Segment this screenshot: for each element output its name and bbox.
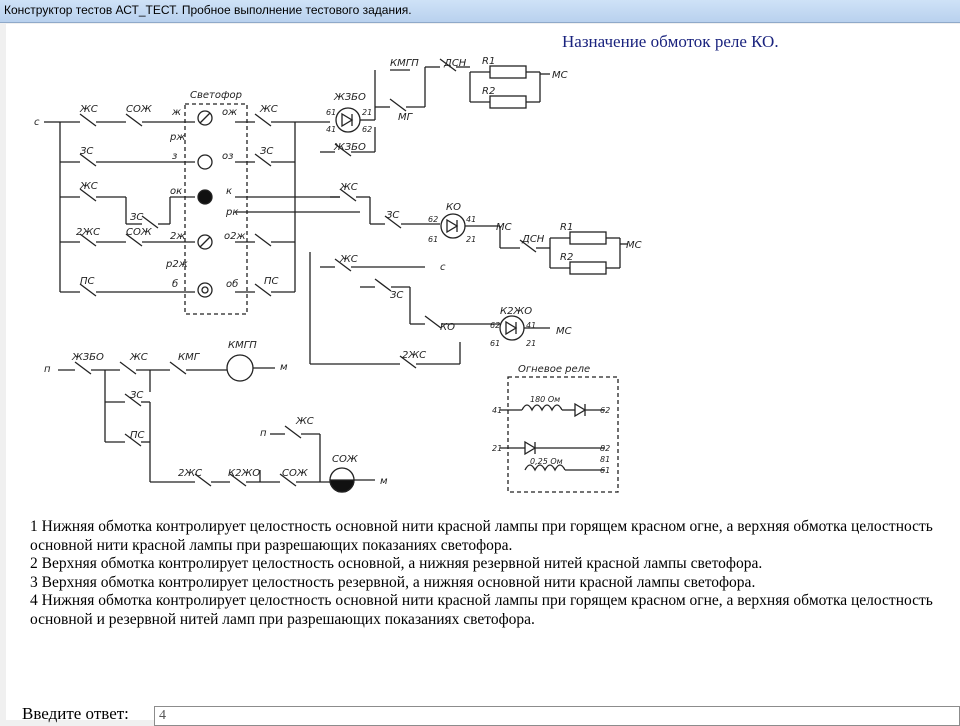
label-61b: 61 [428,235,438,244]
label-zs3: ЗС [130,212,143,223]
label-zs5: ЗС [390,290,403,301]
option-2: 2 Верхняя обмотка контролирует целостнос… [30,555,763,572]
label-zh: ж [171,107,181,118]
label-zhzbo2: ЖЗБО [333,142,366,153]
label-61c: 61 [490,339,500,348]
option-4: 4 Нижняя обмотка контролирует целостност… [30,592,933,628]
label-ob: об [226,278,238,290]
label-dsn2: ДСН [521,234,545,245]
label-r2zh: р2ж [165,259,188,270]
label-ps: ПС [80,276,95,287]
question-heading: Назначение обмоток реле КО. [562,32,779,51]
label-41a: 41 [326,125,336,134]
label-zhs7: ЖС [295,416,314,427]
label-zhs3: ЖС [79,181,98,192]
label-62c: 62 [490,321,500,330]
label-2zh: 2ж [170,231,185,242]
label-2zhs-c: 2ЖС [178,468,202,479]
label-mg: МГ [398,112,414,123]
label-zhs4: ЖС [339,182,358,193]
label-r2b: R2 [560,252,573,263]
label-zs4: ЗС [386,210,399,221]
label-sozh2: СОЖ [126,227,153,238]
label-rzh: рж [169,132,185,143]
label-r1b: R1 [560,222,573,233]
label-21c: 21 [526,339,536,348]
label-zhzbo3: ЖЗБО [71,352,104,363]
label-m2: м [380,476,388,487]
label-zhs2: ЖС [259,104,278,115]
label-ms2: МС [496,222,512,233]
label-k2zho2: К2ЖО [228,468,260,479]
option-1: 1 Нижняя обмотка контролирует целостност… [30,518,933,554]
label-zhs: ЖС [79,104,98,115]
label-025-ohm: 0,25 Ом [530,457,563,466]
label-c2: с [440,262,446,273]
label-dsn: ДСН [443,58,467,69]
label-ms: МС [552,70,568,81]
label-o2zh: о2ж [224,231,246,242]
label-oz: оз [222,151,233,162]
label-zs2: ЗС [260,146,273,157]
label-rk: рк [225,207,238,218]
label-sozh: СОЖ [126,104,153,115]
label-ko: КО [446,202,461,213]
label-62a: 62 [362,125,372,134]
label-21a: 21 [362,108,372,117]
label-z: з [172,151,177,162]
answer-label: Введите ответ: [22,704,129,723]
label-2zhs: 2ЖС [76,227,100,238]
label-o62: 62 [600,406,610,415]
label-r1: R1 [482,56,495,67]
label-zs: ЗС [80,146,93,157]
answer-options: 1 Нижняя обмотка контролирует целостност… [30,518,955,629]
window-titlebar: Конструктор тестов АСТ_ТЕСТ. Пробное вып… [0,0,960,23]
label-zs6: ЗС [130,390,143,401]
label-m1: м [280,362,288,373]
answer-input[interactable] [154,706,960,726]
label-k: к [226,186,232,197]
label-sozh4: СОЖ [332,454,359,465]
label-41c: 41 [526,321,536,330]
window-title: Конструктор тестов АСТ_ТЕСТ. Пробное вып… [4,3,412,17]
label-21b: 21 [466,235,476,244]
label-p1: п [44,364,51,375]
label-kmgp: КМГП [390,58,419,69]
label-2zhs-b: 2ЖС [402,350,426,361]
label-41b: 41 [466,215,476,224]
label-ko2: КО [440,322,455,333]
label-61a: 61 [326,108,336,117]
relay-circuit-schematic: с ЖС СОЖ Светофор ж ож ЖС рж ЗС з оз ЗС … [30,52,642,516]
label-zhs6: ЖС [129,352,148,363]
label-o81: 81 [600,455,610,464]
label-svetofor: Светофор [190,90,242,101]
label-ognevoe-rele: Огневое реле [518,364,590,375]
label-o21: 21 [492,444,502,453]
label-sozh3: СОЖ [282,468,309,479]
label-kmg: КМГ [178,352,201,363]
label-zhzbo: ЖЗБО [333,92,366,103]
label-ps3: ПС [130,430,145,441]
label-o61: 61 [600,466,610,475]
label-k2zho: К2ЖО [500,306,532,317]
label-ps2: ПС [264,276,279,287]
label-ok: ок [170,186,182,197]
label-b: б [172,278,178,290]
label-180-ohm: 180 Ом [530,395,560,404]
label-ms3: МС [626,240,642,251]
label-kmgp2: КМГП [228,340,257,351]
option-3: 3 Верхняя обмотка контролирует целостнос… [30,573,756,591]
label-62b: 62 [428,215,438,224]
label-c: с [34,117,40,128]
label-zhs5: ЖС [339,254,358,265]
label-p2: п [260,428,267,439]
label-ms4: МС [556,326,572,337]
label-ozh: ож [222,107,237,118]
label-o82: 82 [600,444,610,453]
label-o41: 41 [492,406,502,415]
label-r2: R2 [482,86,495,97]
